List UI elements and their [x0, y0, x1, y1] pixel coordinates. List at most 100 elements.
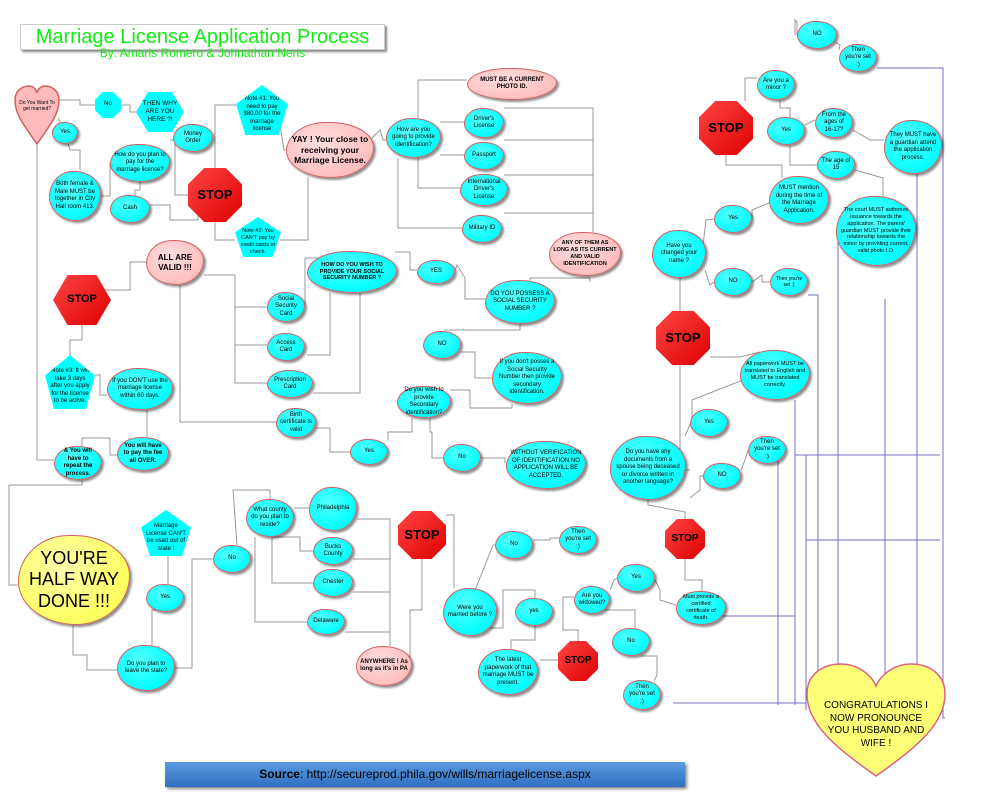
node-no: NO [714, 268, 752, 296]
node-then-set: Then you're set :) [559, 526, 597, 554]
node-congratulations: CONGRATULATIONS I NOW PRONOUNCE YOU HUSB… [823, 700, 929, 749]
node-both-together: Both female & Male MUST be together in C… [49, 171, 101, 221]
node-drivers-license: Driver's License [464, 108, 504, 138]
stop-sign: STOP [188, 168, 242, 222]
node-pay-again: You will have to pay the fee all OVER. [117, 437, 169, 471]
node-text: NO [812, 31, 822, 38]
node-secondary-id: Do you wish to provide Secondary identif… [397, 386, 451, 418]
node-then-set: Then you're set :) [748, 436, 786, 464]
node-death-certificate: Must provide a certified certificate of … [676, 591, 726, 625]
node-what-county: What county do you plan to reside? [246, 499, 294, 537]
node-text: Do you plan to leave the state? [124, 660, 168, 675]
node-text: Both female & Male MUST be together in C… [54, 181, 96, 210]
node-no: NO [797, 21, 837, 49]
node-military-id: Military ID [462, 215, 502, 243]
node-text: Military ID [468, 225, 496, 232]
node-note-1: Note #1: You need to pay $80.00 for the … [236, 85, 288, 135]
node-text: If you don't posses a Social Security Nu… [498, 359, 556, 396]
node-text: Yes [364, 448, 374, 455]
node-married-before: Were you married before ? [443, 588, 497, 636]
node-text: Prescription Card [274, 376, 306, 391]
node-birth-certificate: Birth certificate is valid [276, 408, 316, 438]
node-text: ALL ARE VALID !!! [157, 252, 193, 272]
node-then-set: Then you're set :) [623, 680, 661, 710]
node-text: They MUST have a guardian attend the app… [889, 132, 937, 161]
node-translated: All paperwork MUST be translated to Engl… [740, 350, 810, 400]
node-text: WITHOUT VERIFICATION OF IDENTIFICATION N… [510, 450, 582, 479]
stop-sign: STOP [53, 275, 111, 325]
node-text: No [228, 555, 236, 562]
node-yes: Yes [767, 117, 805, 145]
node-dont-use: If you DON'T use the marriage license wi… [107, 368, 173, 410]
node-then-set: Then you're set :) [839, 44, 877, 72]
node-how-id: How are you going to provide identificat… [386, 118, 441, 158]
node-text: Bucks County [323, 543, 343, 558]
node-prescription-card: Prescription Card [267, 370, 313, 398]
node-yes: Yes [617, 564, 655, 592]
node-court-authorize: The court MUST authorize issuance toward… [836, 196, 916, 266]
node-text: From the ages of 16-17? [821, 111, 846, 133]
node-guardian: They MUST have a guardian attend the app… [884, 120, 942, 174]
node-yes: Yes [714, 205, 752, 233]
source-bar: Source: http://secureprod.phila.gov/will… [165, 762, 685, 787]
heart-shape-congrats [806, 663, 946, 777]
node-no: No [443, 444, 481, 472]
node-text: The age of 15 [821, 157, 851, 172]
node-text: NO [717, 472, 727, 479]
node-yay: YAY ! Your close to receiving your Marri… [286, 122, 374, 178]
node-must-mention: MUST mention during the time of the Marr… [769, 176, 829, 224]
node-repeat-process: & You will have to repeat the process. [54, 446, 102, 480]
node-text: Yes [704, 419, 714, 426]
node-text: STOP [708, 119, 744, 135]
node-text: YES [429, 268, 442, 275]
node-yes: Yes [690, 409, 728, 437]
node-no: NO [423, 331, 461, 359]
source-url[interactable]: http://secureprod.phila.gov/wills/marria… [306, 767, 591, 781]
node-text: MUST BE A CURRENT PHOTO ID. [480, 76, 544, 91]
node-text: Then you're set :) [845, 46, 871, 68]
node-text: Note #2: You CAN'T pay by credit cards o… [240, 228, 276, 255]
node-no: No [495, 531, 533, 559]
node-yes: Yes [52, 122, 78, 144]
node-passport: Passport [464, 142, 504, 170]
node-no: No [612, 628, 650, 656]
node-text: YOU'RE HALF WAY DONE !!! [28, 547, 119, 611]
node-text: All paperwork MUST be translated to Engl… [744, 361, 806, 388]
node-text: Marriage License CAN'T be used out of st… [146, 523, 186, 552]
node-text: If you DON'T use the marriage license wi… [112, 377, 168, 399]
node-text: The latest paperwork of that marriage MU… [482, 657, 534, 686]
node-text: STOP [564, 654, 592, 666]
node-text: Chester [322, 579, 344, 586]
node-want-to-marry: Do You Want To get married? [19, 99, 55, 112]
node-ages-16-17: From the ages of 16-17? [815, 108, 853, 138]
node-are-you-minor: Are you a minor ? [757, 70, 795, 100]
node-text: ANY OF THEM AS LONG AS ITS CURRENT AND V… [553, 240, 617, 267]
node-without-verification: WITHOUT VERIFICATION OF IDENTIFICATION N… [506, 441, 586, 489]
node-how-pay: How do you plan to pay for the marriage … [110, 144, 170, 182]
stop-sign: STOP [699, 101, 753, 155]
node-then-set: Then you're set :) [770, 268, 808, 296]
node-delaware: Delaware [307, 609, 345, 635]
node-text: Were you married before ? [447, 604, 493, 619]
node-access-card: Access Card [267, 333, 305, 361]
heart-shape-start [14, 85, 60, 146]
stop-sign: STOP [656, 311, 710, 365]
node-dont-possess: If you don't posses a Social Security Nu… [492, 352, 562, 404]
node-text: Philadelphia [316, 505, 350, 512]
node-text: Yes [160, 594, 170, 601]
node-text: STOP [665, 329, 701, 345]
node-text: No [510, 541, 518, 548]
node-text: What county do you plan to reside? [251, 506, 289, 528]
node-text: Yes [631, 574, 641, 581]
node-bucks-county: Bucks County [313, 537, 353, 565]
node-text: Access Card [276, 339, 296, 354]
node-text: STOP [404, 526, 440, 542]
node-text: Passport [472, 152, 496, 159]
node-no: NO [703, 463, 741, 489]
node-text: Delaware [313, 618, 339, 625]
node-text: Do you wish to provide Secondary identif… [404, 387, 444, 416]
node-anywhere-pa: ANYWHERE ! As long as it's in PA [356, 646, 412, 686]
node-leave-state: Do you plan to leave the state? [117, 645, 175, 691]
node-text: Then you're set :) [629, 683, 655, 705]
